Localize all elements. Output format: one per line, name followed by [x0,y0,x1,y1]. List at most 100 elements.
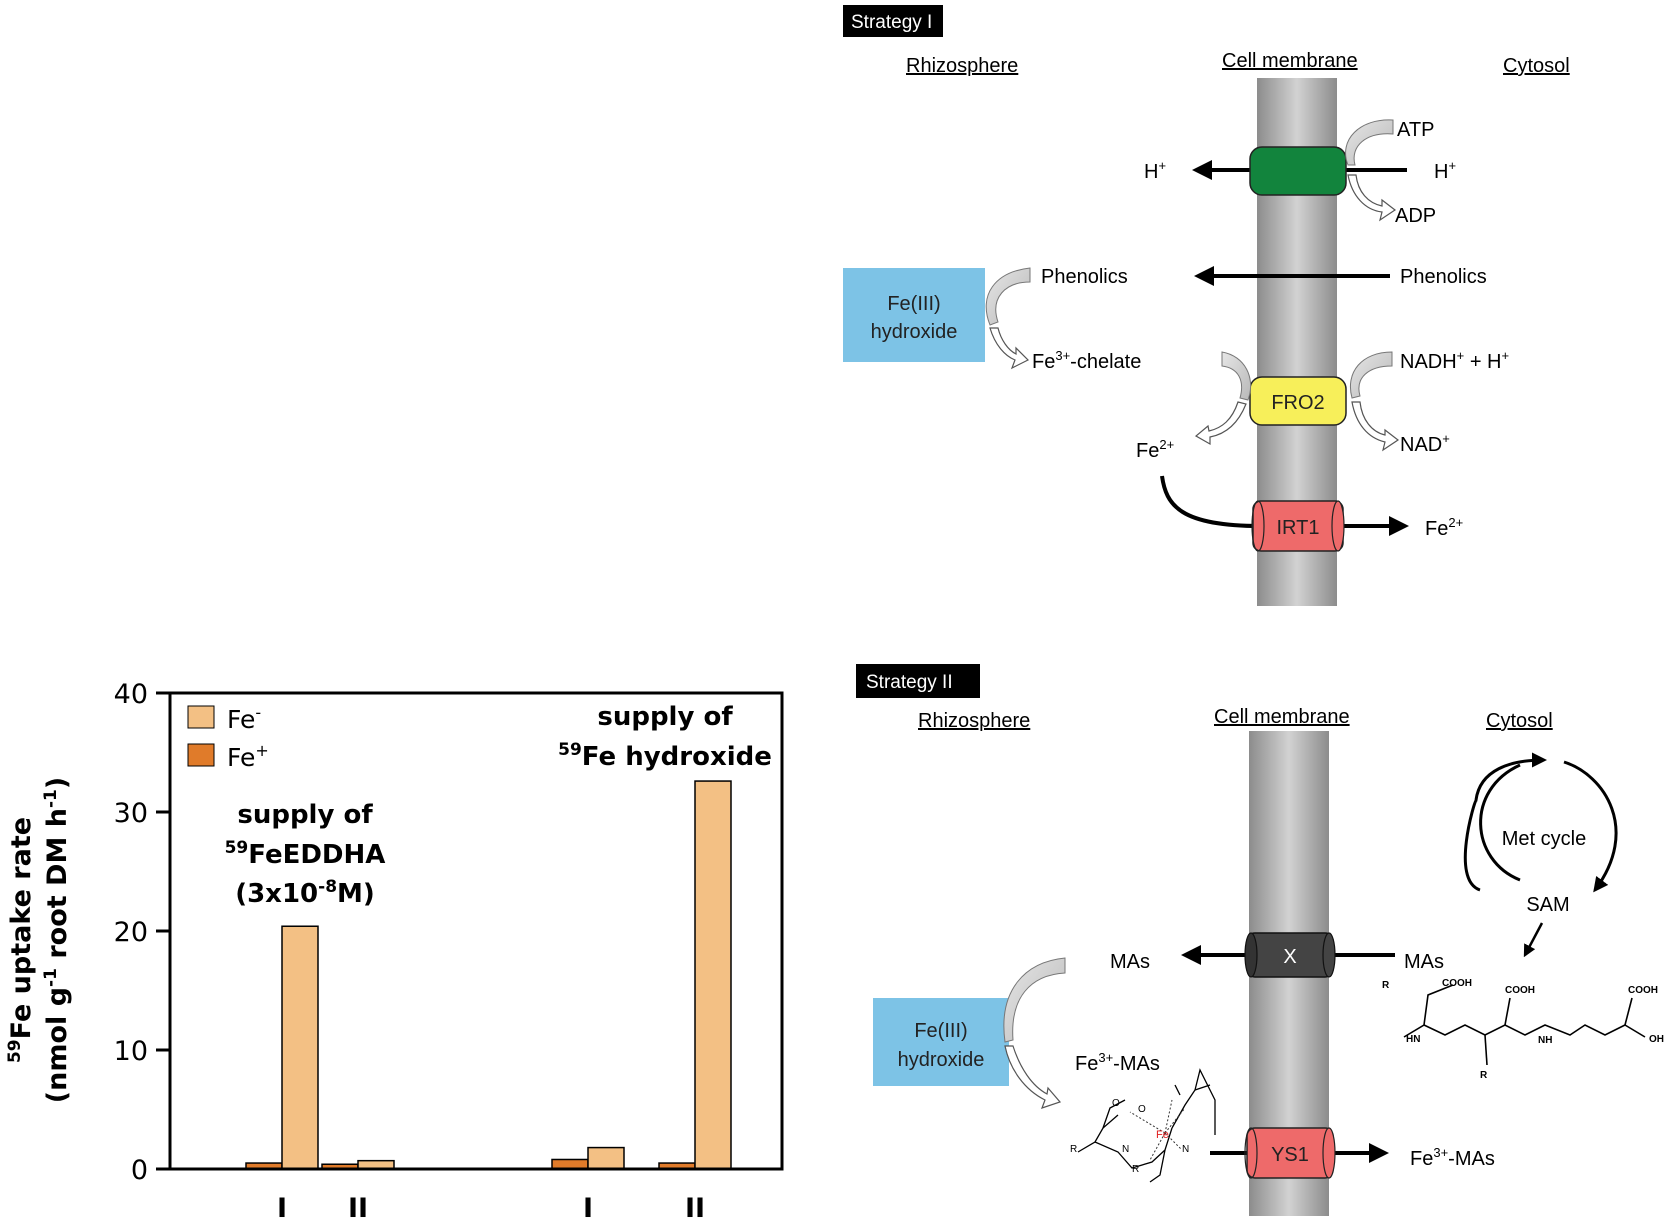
bar-fe-minus-0 [281,925,319,1170]
y-tick-label: 0 [131,1155,148,1186]
x-tick-label: I [583,1193,593,1224]
strategy-2-panel: Strategy II Rhizosphere Cell membrane Cy… [856,664,1664,1216]
s2-fe-coordination-bonds [1129,1099,1186,1161]
s1-cytosol-label: Cytosol [1503,55,1570,77]
y-tick-label: 10 [114,1036,148,1067]
x-tick-label: II [685,1193,705,1224]
strategy-2-tag: Strategy II [866,672,953,693]
s2-chem-r2: R [1480,1070,1488,1081]
s2-met-cycle-arrow-a [1463,752,1547,892]
s1-chelate-curve-arrow [989,327,1030,370]
s2-complex-r1: R [1070,1144,1077,1155]
s2-complex-n-2: N [1182,1144,1189,1155]
x-tick-label: II [348,1193,368,1224]
s1-fe3-to-fro2-arrow [1221,351,1252,401]
s1-atp: ATP [1397,119,1434,141]
s2-fe-atom: Fe [1156,1129,1169,1141]
s2-met-cycle-arrow-b [1563,760,1618,893]
s2-fe3mas-curve-arrow [1004,1045,1062,1109]
s1-irt1-arrow-in [1160,475,1261,528]
s2-membrane-label: Cell membrane [1214,706,1350,728]
s1-nad: NAD+ [1400,431,1450,456]
s1-fe2-out-arrow [1194,401,1247,446]
s2-chem-cooh-3: COOH [1628,985,1658,996]
s2-fe3-mas-right: Fe3+-MAs [1410,1145,1495,1170]
s1-atp-arrow [1345,119,1394,166]
s1-phenolics-right: Phenolics [1400,266,1487,288]
s2-met-cycle: Met cycle [1502,828,1586,850]
legend-swatch-fe-plus [187,743,215,767]
s2-complex-o-1: O [1112,1098,1120,1109]
s1-nad-arrow [1351,401,1400,452]
strategy-2-tag-bg [856,664,980,698]
annotation-eddha-line2: 59FeEDDHA [225,838,386,870]
s1-fe2-left: Fe2+ [1136,437,1174,462]
strategy-1-tag-bg [843,5,943,37]
legend-label-fe-minus: Fe- [227,703,261,734]
s1-nadh-arrow [1350,351,1393,399]
s2-ys1-label: YS1 [1271,1144,1309,1166]
s1-fe3-hydroxide-line1: Fe(III) [887,293,940,315]
s1-h-right: H+ [1434,158,1456,183]
annotation-eddha-line1: supply of [237,800,373,830]
y-tick-label: 30 [114,798,148,829]
s2-x-label: X [1283,946,1296,968]
s1-h-pump [1249,146,1347,196]
s2-sam-arrow [1523,922,1544,958]
s2-chem-hn: HN [1406,1034,1420,1045]
s1-phenolics-curve-arrow [985,267,1031,326]
s2-mugineic-acid-structure [1403,984,1646,1066]
annotation-hydroxide-line2: 59Fe hydroxide [558,740,772,772]
x-tick-label: I [277,1193,287,1224]
s2-chem-cooh-1: COOH [1442,978,1472,989]
s1-fe3-chelate: Fe3+-chelate [1032,348,1141,373]
s2-sam: SAM [1526,894,1569,916]
s1-rhizosphere-label: Rhizosphere [906,55,1018,77]
s1-h-left: H+ [1144,158,1166,183]
annotation-hydroxide-line1: supply of [597,702,733,732]
y-axis-title: 59Fe uptake rate (nmol g-1 root DM h-1) [5,777,73,1103]
s2-chem-nh: NH [1538,1035,1552,1046]
legend: Fe- Fe+ [187,703,269,772]
legend-label-fe-plus: Fe+ [227,741,269,772]
s2-chem-r1: R [1382,980,1390,991]
s2-fe3-hydroxide-line2: hydroxide [898,1049,985,1071]
s2-mas-left: MAs [1110,951,1150,973]
s2-fe-complex-structure [1077,1068,1216,1183]
y-axis-title-line2: (nmol g-1 root DM h-1) [41,777,73,1103]
s2-rhizosphere-label: Rhizosphere [918,710,1030,732]
s2-chem-oh: OH [1649,1034,1664,1045]
s1-fro2 [1249,376,1347,426]
s1-irt1-label: IRT1 [1277,517,1320,539]
strategy-1-tag: Strategy I [851,12,932,33]
s2-complex-o-2: O [1138,1104,1146,1115]
s2-complex-r2: R [1132,1164,1139,1175]
s2-cytosol-label: Cytosol [1486,710,1553,732]
s2-mas-curve-arrow [1003,957,1066,1043]
plot-frame [168,691,784,1171]
s1-fe2-right: Fe2+ [1425,515,1463,540]
bar-fe-minus-2 [587,1146,625,1170]
s2-complex-n-1: N [1122,1144,1129,1155]
s1-adp: ADP [1395,205,1436,227]
bars [245,780,732,1170]
y-ticks: 0 10 20 30 40 [114,679,170,1186]
s1-fe3-hydroxide-box [843,268,985,362]
s2-chem-cooh-2: COOH [1505,985,1535,996]
s1-fro2-label: FRO2 [1271,392,1324,414]
s1-fe3-hydroxide-line2: hydroxide [871,321,958,343]
s2-met-cycle-left [1479,763,1521,882]
y-tick-label: 20 [114,917,148,948]
y-tick-label: 40 [114,679,148,710]
uptake-chart: 59Fe uptake rate (nmol g-1 root DM h-1) … [5,679,784,1224]
y-axis-title-line1: 59Fe uptake rate [5,817,37,1063]
s1-nadh: NADH+ + H+ [1400,348,1509,373]
s2-fe3-hydroxide-box [873,998,1009,1086]
bar-fe-minus-3 [694,780,732,1170]
s2-fe3-hydroxide-line1: Fe(III) [914,1020,967,1042]
s1-phenolics-left: Phenolics [1041,266,1128,288]
s1-membrane-label: Cell membrane [1222,50,1358,72]
s2-mas-right: MAs [1404,951,1444,973]
